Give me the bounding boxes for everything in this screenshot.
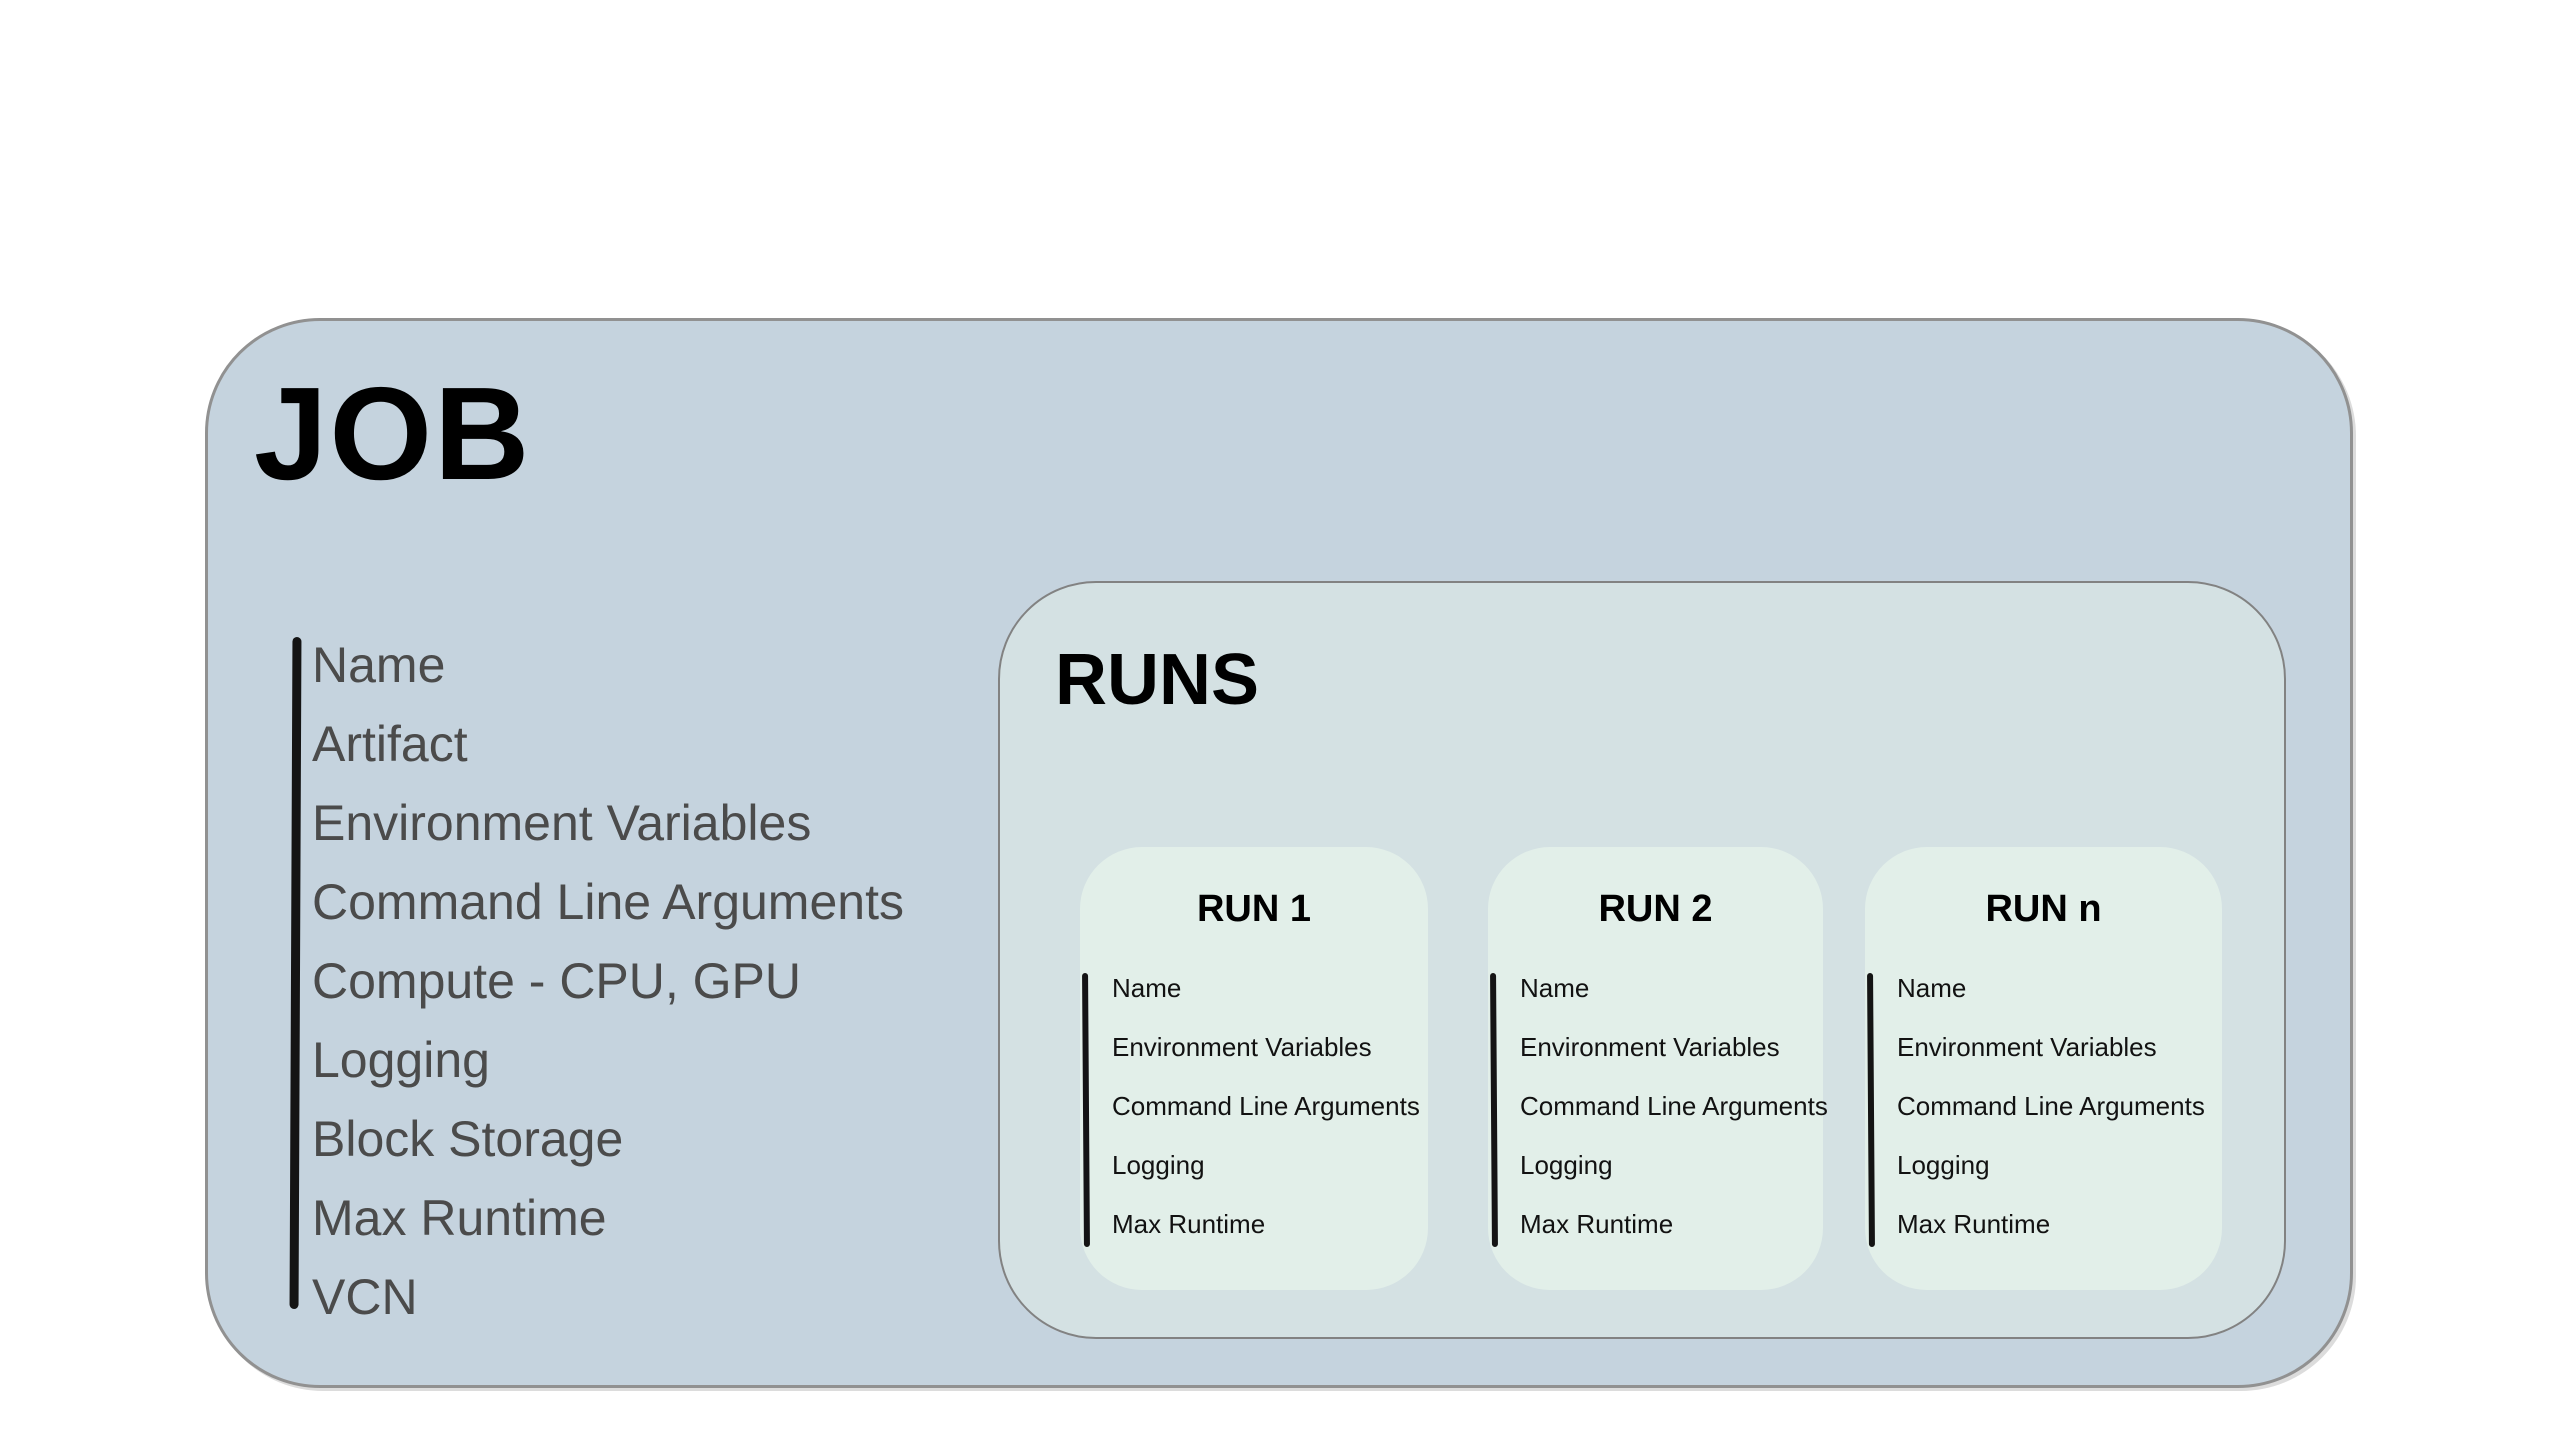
run-card-1-bracket-line [1082, 972, 1090, 1248]
run-card-1: RUN 1 Name Environment Variables Command… [1080, 847, 1428, 1290]
run-card-n: RUN n Name Environment Variables Command… [1865, 847, 2222, 1290]
run-item: Name [1897, 973, 1967, 1003]
run-item: Max Runtime [1112, 1209, 1266, 1239]
run-card-2: RUN 2 Name Environment Variables Command… [1488, 847, 1828, 1290]
job-title: JOB [254, 360, 532, 507]
job-item: Compute - CPU, GPU [312, 953, 802, 1009]
run-item: Environment Variables [1897, 1032, 2157, 1062]
run-item: Logging [1112, 1150, 1205, 1180]
run-item: Name [1112, 973, 1182, 1003]
job-items-bracket-line [289, 636, 302, 1310]
run-card-n-bracket-line [1867, 972, 1875, 1248]
job-item: Environment Variables [312, 795, 812, 851]
run-item: Name [1520, 973, 1590, 1003]
job-item: Max Runtime [312, 1190, 607, 1246]
job-item: Artifact [312, 716, 468, 772]
run-card-n-items-list: Name Environment Variables Command Line … [1897, 959, 2205, 1254]
runs-container: RUNS RUN 1 Name Environment Variables Co… [998, 581, 2286, 1339]
job-item: Logging [312, 1032, 490, 1088]
run-card-2-bracket-line [1490, 972, 1498, 1248]
job-item: Name [312, 637, 446, 693]
run-item: Logging [1897, 1150, 1990, 1180]
run-card-1-title: RUN 1 [1196, 888, 1312, 930]
run-item: Environment Variables [1112, 1032, 1372, 1062]
run-card-2-title: RUN 2 [1598, 888, 1713, 930]
job-container: JOB Name Artifact Environment Variables … [205, 318, 2353, 1388]
run-card-2-items-list: Name Environment Variables Command Line … [1520, 959, 1828, 1254]
run-card-1-items-list: Name Environment Variables Command Line … [1112, 959, 1420, 1254]
run-item: Command Line Arguments [1520, 1091, 1828, 1121]
run-item: Logging [1520, 1150, 1613, 1180]
job-item: Block Storage [312, 1111, 624, 1167]
job-item: VCN [312, 1269, 418, 1325]
run-card-n-title: RUN n [1985, 888, 2102, 930]
job-item: Command Line Arguments [312, 874, 904, 930]
run-item: Environment Variables [1520, 1032, 1780, 1062]
run-item: Command Line Arguments [1897, 1091, 2205, 1121]
run-item: Max Runtime [1520, 1209, 1674, 1239]
run-item: Command Line Arguments [1112, 1091, 1420, 1121]
run-item: Max Runtime [1897, 1209, 2051, 1239]
job-items-list: Name Artifact Environment Variables Comm… [312, 626, 904, 1337]
runs-title: RUNS [1055, 640, 1260, 720]
